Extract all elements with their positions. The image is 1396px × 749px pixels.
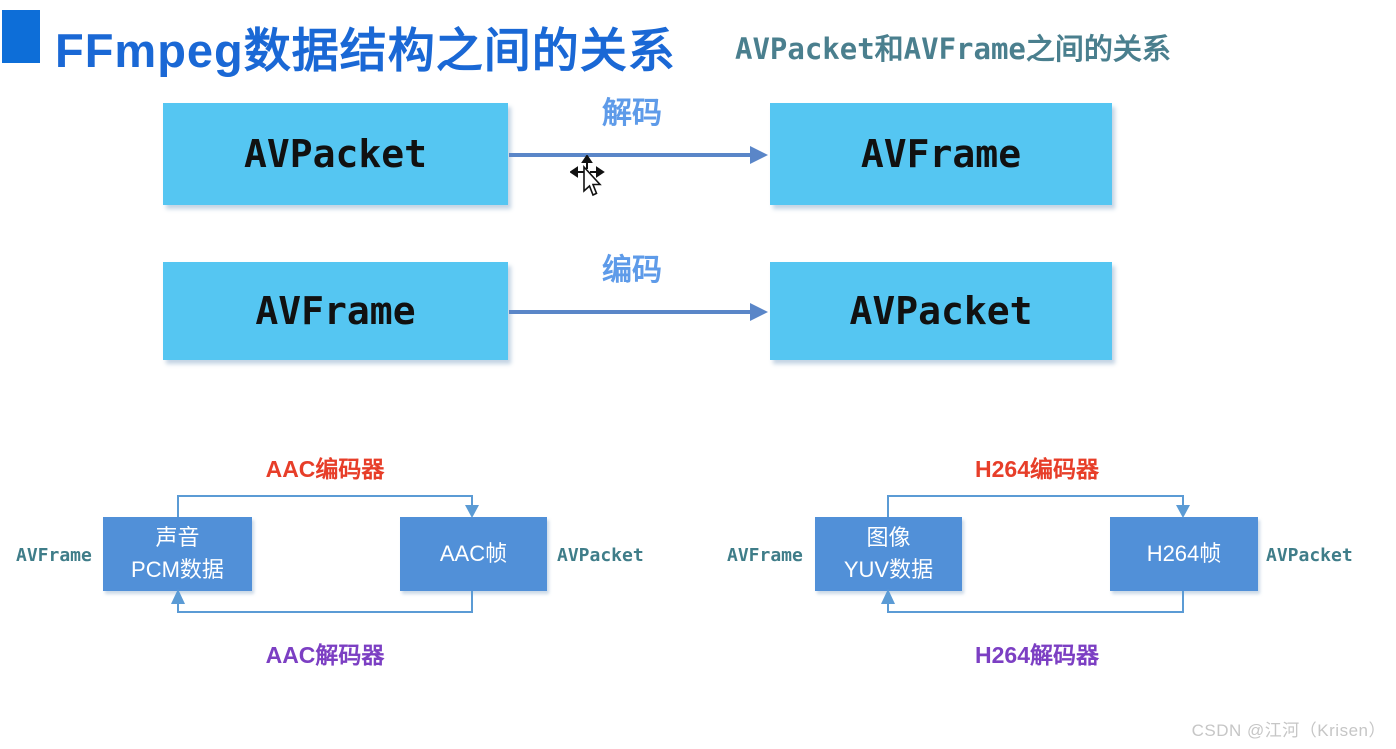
aac-pcm-box: 声音 PCM数据 — [103, 517, 252, 591]
page-subtitle: AVPacket和AVFrame之间的关系 — [735, 32, 1171, 66]
flow1-source-box: AVPacket — [163, 103, 508, 205]
page-title: FFmpeg数据结构之间的关系 — [55, 24, 676, 77]
encode-arrow-icon — [509, 303, 768, 321]
aac-encoder-label: AAC编码器 — [265, 456, 385, 482]
h264-frame-box: H264帧 — [1110, 517, 1258, 591]
h264-frame-box-label: H264帧 — [1146, 541, 1222, 566]
aac-frame-box-label: AAC帧 — [439, 541, 508, 566]
flow1-target-box: AVFrame — [770, 103, 1112, 205]
flow1-decode-label: 解码 — [602, 97, 662, 130]
h264-encode-connector — [887, 495, 1190, 518]
aac-pcm-box-line1: 声音 — [155, 525, 200, 550]
aac-decode-connector — [171, 589, 473, 613]
aac-decoder-label: AAC解码器 — [265, 642, 385, 668]
h264-decode-connector — [881, 589, 1184, 613]
flow2-encode-label: 编码 — [602, 254, 662, 287]
aac-avframe-tag: AVFrame — [16, 545, 92, 566]
h264-encoder-label: H264编码器 — [975, 456, 1099, 482]
h264-avframe-tag: AVFrame — [727, 545, 803, 566]
aac-pcm-box-line2: PCM数据 — [131, 557, 224, 582]
decode-arrow-icon — [509, 146, 768, 164]
h264-avpacket-tag: AVPacket — [1266, 545, 1353, 566]
h264-yuv-box-line1: 图像 — [866, 525, 911, 550]
watermark: CSDN @江河（Krisen） — [1191, 721, 1386, 740]
h264-yuv-box-line2: YUV数据 — [843, 557, 934, 582]
flow2-source-box: AVFrame — [163, 262, 508, 360]
h264-yuv-box: 图像 YUV数据 — [815, 517, 962, 591]
aac-avpacket-tag: AVPacket — [557, 545, 644, 566]
flow2-target-box: AVPacket — [770, 262, 1112, 360]
move-cursor-icon — [570, 155, 605, 197]
h264-decoder-label: H264解码器 — [975, 642, 1099, 668]
aac-frame-box: AAC帧 — [400, 517, 547, 591]
title-accent-square — [2, 10, 40, 63]
aac-encode-connector — [177, 495, 479, 518]
